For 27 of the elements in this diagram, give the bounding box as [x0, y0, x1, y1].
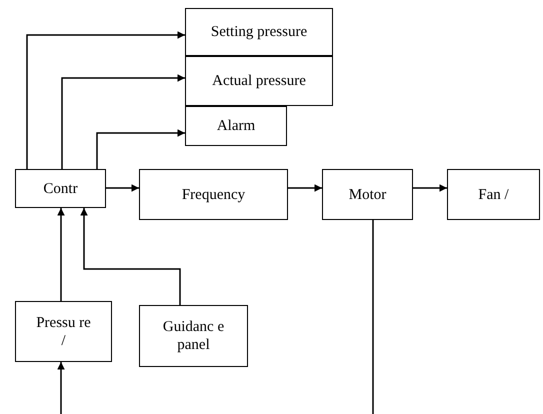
arrow — [26, 31, 185, 169]
node-label: Fan / — [478, 186, 509, 204]
node-label: Pressu re / — [35, 314, 92, 350]
process-box — [139, 169, 288, 220]
process-box — [322, 169, 413, 220]
node-label: Contr — [43, 180, 78, 198]
arrow — [57, 362, 65, 414]
node-label: Actual pressure — [212, 72, 306, 90]
arrow — [57, 208, 65, 301]
panel-box — [139, 305, 248, 367]
sensor-box — [15, 301, 112, 362]
node-label: Motor — [348, 186, 386, 204]
arrow — [288, 184, 322, 192]
arrow — [61, 74, 185, 169]
node-label: Alarm — [216, 117, 256, 135]
node-label: Frequency — [182, 186, 246, 204]
node-label: Setting pressure — [210, 23, 308, 41]
arrow — [413, 184, 447, 192]
node-label: Guidanc e panel — [162, 318, 226, 354]
arrow — [96, 129, 185, 169]
arrow — [106, 184, 139, 192]
display-box — [185, 8, 333, 56]
arrow — [80, 208, 181, 305]
display-box — [185, 56, 333, 106]
alarm-box — [185, 106, 287, 146]
process-box — [447, 169, 540, 220]
controller-box — [15, 169, 106, 208]
